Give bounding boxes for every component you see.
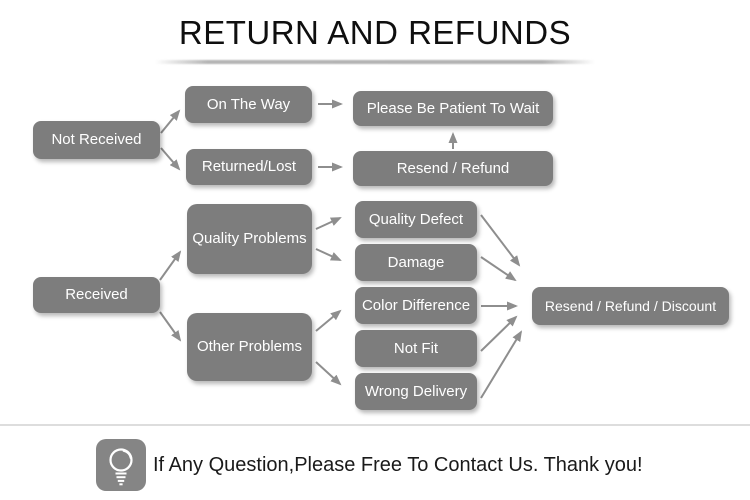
node-please-be-patient: Please Be Patient To Wait xyxy=(353,91,553,126)
node-color-difference: Color Difference xyxy=(355,287,477,324)
arrow-received-other-problems xyxy=(159,311,182,342)
arrow-wrong-delivery-discount xyxy=(480,330,523,399)
node-resend-refund-discount: Resend / Refund / Discount xyxy=(532,287,729,325)
arrow-received-quality-problems xyxy=(159,250,182,281)
arrow-other-problems-color-difference xyxy=(315,309,342,332)
arrow-damage-discount xyxy=(480,256,517,282)
arrow-other-problems-wrong-delivery xyxy=(315,361,342,386)
arrow-not-fit-discount xyxy=(480,315,518,352)
page-title: RETURN AND REFUNDS xyxy=(178,14,572,51)
footer-message: If Any Question,Please Free To Contact U… xyxy=(153,453,643,476)
node-returned-lost: Returned/Lost xyxy=(186,149,312,185)
flow-arrows xyxy=(159,99,523,399)
title-underline xyxy=(155,60,595,64)
light-bulb-icon xyxy=(96,439,146,491)
node-on-the-way: On The Way xyxy=(185,86,312,123)
node-wrong-delivery: Wrong Delivery xyxy=(355,373,477,410)
arrow-quality-problems-damage xyxy=(315,248,342,261)
footer: If Any Question,Please Free To Contact U… xyxy=(96,438,716,492)
node-other-problems: Other Problems xyxy=(187,313,312,381)
arrow-not-received-on-the-way xyxy=(160,109,181,134)
node-received: Received xyxy=(33,277,160,313)
arrow-not-received-returned-lost xyxy=(160,147,181,171)
node-not-fit: Not Fit xyxy=(355,330,477,367)
footer-divider xyxy=(0,424,750,426)
node-not-received: Not Received xyxy=(33,121,160,159)
node-quality-defect: Quality Defect xyxy=(355,201,477,238)
arrow-quality-defect-discount xyxy=(480,214,521,267)
node-resend-refund: Resend / Refund xyxy=(353,151,553,186)
node-damage: Damage xyxy=(355,244,477,281)
arrow-quality-problems-quality-defect xyxy=(315,217,342,230)
node-quality-problems: Quality Problems xyxy=(187,204,312,274)
